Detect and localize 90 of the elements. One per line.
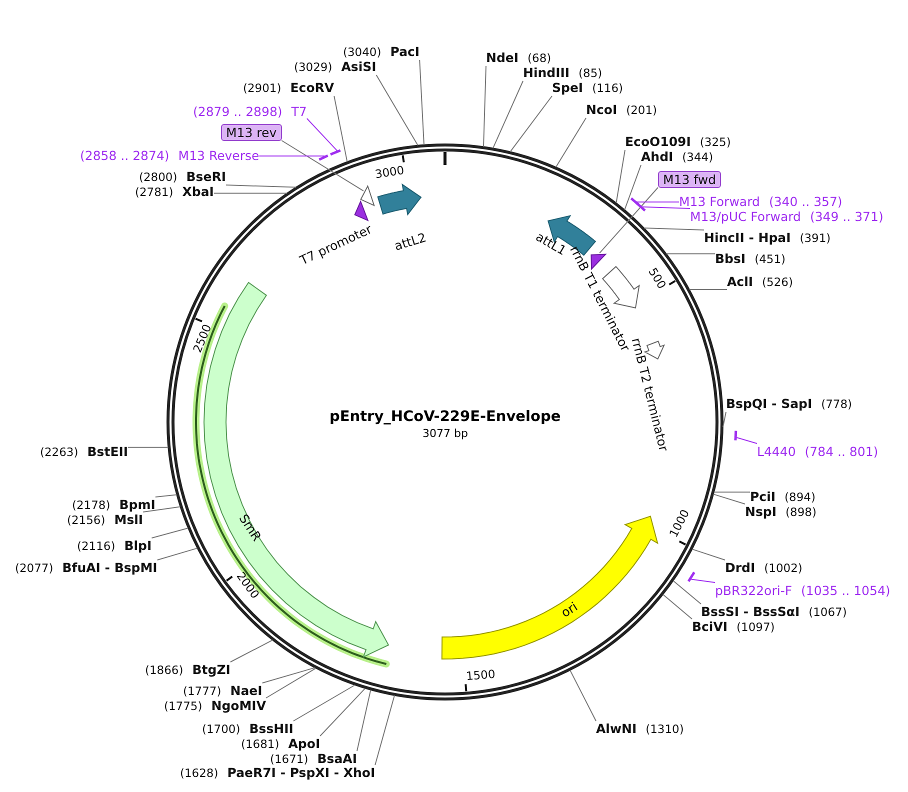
enzyme-label: (1700) BssHII [202,721,294,737]
leader-line [624,164,642,210]
primer-tag: M13 rev [221,124,282,140]
leader-line [281,140,364,192]
enzyme-label: (1628) PaeR7I - PspXI - XhoI [180,765,376,781]
leader-line [356,689,372,752]
leader-line [374,694,395,766]
tick-label: 1500 [466,668,496,684]
plasmid-size: 3077 bp [422,427,468,440]
leader-line [666,253,716,254]
primer-tag: M13 fwd [658,170,722,188]
enzyme-label: NcoI (201) [586,102,658,118]
primer-label: (2879 .. 2898) T7 [193,104,307,118]
leader-line [492,80,524,149]
leader-line [712,494,746,504]
leader-line [672,580,702,604]
leader-line [306,118,338,152]
tick-label: 2500 [191,322,215,355]
enzyme-label: AhdI (344) [641,149,714,165]
enzyme-label: (2800) BseRI [139,169,226,185]
enzyme-label: (1866) BtgZI [145,662,230,678]
plasmid-name: pEntry_HCoV-229E-Envelope [330,409,561,425]
leader-line [376,74,418,146]
enzyme-label: (2781) XbaI [135,184,214,200]
tick-label: 1000 [668,508,692,540]
leader-line [692,548,726,560]
leader-line [722,412,726,428]
leader-line [292,684,356,722]
leader-line [262,667,316,684]
leader-line [142,506,181,512]
enzyme-label: (2077) BfuAI - BspMI [15,560,158,576]
enzyme-label: HincII - HpaI (391) [704,230,831,246]
leader-line [266,668,316,698]
enzyme-label: AlwNI (1310) [596,721,684,737]
enzyme-label: SpeI (116) [552,80,624,96]
enzyme-label: AclI (526) [727,274,793,290]
leader-line [662,594,692,620]
leader-line [555,118,586,168]
leader-line [688,289,728,290]
primer-label: L4440 (784 .. 801) [757,444,878,458]
enzyme-label: (3029) AsiSI [294,59,376,75]
tick-label: 3000 [374,163,405,181]
enzyme-label: (2178) BpmI [72,497,156,513]
feature-arrow [590,254,607,270]
enzyme-label: NspI (898) [745,504,816,520]
leader-line [690,578,716,583]
leader-line [226,184,296,188]
enzyme-label: BbsI (451) [715,251,786,267]
feature-label: attL2 [392,229,428,253]
feature-label: attL1 [533,228,569,258]
leader-line [334,96,348,162]
enzyme-label: (1777) NaeI [183,683,262,699]
enzyme-label: BciVI (1097) [692,619,775,635]
feature-arrow [360,184,375,206]
enzyme-label: DrdI (1002) [725,560,802,576]
leader-line [736,437,758,444]
enzyme-label: (1671) BsaAI [270,751,357,767]
leader-line [483,66,486,148]
leader-line [570,670,596,722]
enzyme-label: EcoO109I (325) [625,134,731,150]
leader-line [714,492,750,493]
leader-line [320,688,366,736]
leader-line [644,228,704,230]
primer-label: M13 Forward (340 .. 357) [679,194,842,208]
primer-label: (2858 .. 2874) M13 Reverse [80,148,260,162]
leader-line [616,150,626,204]
enzyme-label: (1775) NgoMIV [164,698,266,714]
leader-line [156,548,198,560]
primer-label: pBR322ori-F (1035 .. 1054) [715,582,890,598]
primer-label: M13/pUC Forward (349 .. 371) [690,208,884,224]
leader-line [154,494,178,498]
enzyme-label: BspQI - SapI (778) [726,396,852,412]
enzyme-label: (2901) EcoRV [243,80,334,96]
enzyme-label: (1681) ApoI [241,736,320,752]
leader-line [230,640,274,662]
leader-line [642,206,690,209]
enzyme-label: PciI (894) [750,489,816,505]
leader-line [128,446,169,448]
enzyme-label: (3040) PacI [343,44,420,60]
leader-line [213,192,288,194]
enzyme-label: (2156) MslI [67,512,144,528]
enzyme-label: (2263) BstEII [40,444,128,460]
enzyme-label: BssSI - BssSαI (1067) [701,604,847,620]
leader-line [510,96,552,152]
feature-label: ori [558,598,580,620]
leader-line [151,528,188,538]
enzyme-label: (2116) BlpI [77,538,152,554]
enzyme-label: HindIII (85) [523,65,602,81]
enzyme-label: NdeI (68) [486,50,552,66]
leader-line [419,60,424,146]
